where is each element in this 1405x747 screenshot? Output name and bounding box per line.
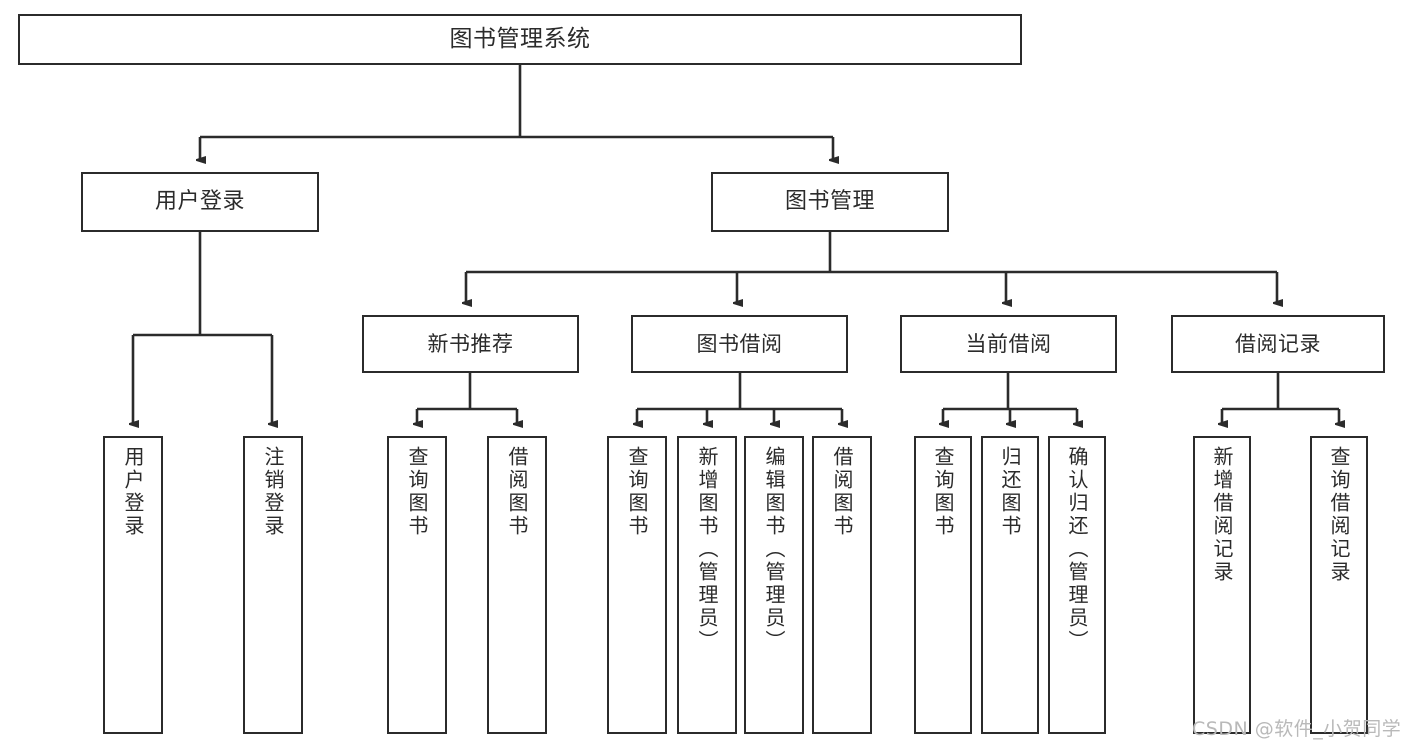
- node-new-book-rec[interactable]: 新书推荐: [362, 315, 579, 373]
- node-leaf-borrow-book-2[interactable]: 借阅图书: [812, 436, 872, 734]
- node-book-manage[interactable]: 图书管理: [711, 172, 949, 232]
- node-leaf-query-book-3[interactable]: 查询图书: [914, 436, 972, 734]
- node-leaf-borrow-book-1-label: 借阅图书: [505, 446, 529, 538]
- node-leaf-add-book-label: 新增图书（管理员）: [695, 446, 719, 653]
- node-root-label: 图书管理系统: [449, 25, 591, 52]
- node-leaf-query-record[interactable]: 查询借阅记录: [1310, 436, 1368, 734]
- node-borrow-record-label: 借阅记录: [1235, 331, 1321, 356]
- node-leaf-query-book-3-label: 查询图书: [931, 446, 955, 538]
- node-leaf-confirm-return-label: 确认归还（管理员）: [1065, 446, 1089, 653]
- node-book-manage-label: 图书管理: [784, 189, 875, 215]
- node-user-login-label: 用户登录: [154, 189, 245, 215]
- node-leaf-query-book-2-label: 查询图书: [625, 446, 649, 538]
- node-leaf-logout[interactable]: 注销登录: [243, 436, 303, 734]
- node-leaf-borrow-book-1[interactable]: 借阅图书: [487, 436, 547, 734]
- node-leaf-return-book-label: 归还图书: [998, 446, 1022, 538]
- node-leaf-add-record[interactable]: 新增借阅记录: [1193, 436, 1251, 734]
- node-user-login[interactable]: 用户登录: [81, 172, 319, 232]
- node-leaf-edit-book-label: 编辑图书（管理员）: [762, 446, 786, 653]
- watermark: CSDN @软件_小贺同学: [1192, 718, 1402, 740]
- node-leaf-logout-label: 注销登录: [261, 446, 285, 538]
- node-leaf-query-book-1[interactable]: 查询图书: [387, 436, 447, 734]
- node-current-borrow[interactable]: 当前借阅: [900, 315, 1117, 373]
- node-leaf-add-book[interactable]: 新增图书（管理员）: [677, 436, 737, 734]
- node-leaf-user-login[interactable]: 用户登录: [103, 436, 163, 734]
- node-leaf-edit-book[interactable]: 编辑图书（管理员）: [744, 436, 804, 734]
- node-current-borrow-label: 当前借阅: [965, 331, 1052, 356]
- node-leaf-query-book-1-label: 查询图书: [405, 446, 429, 538]
- node-leaf-query-book-2[interactable]: 查询图书: [607, 436, 667, 734]
- node-book-borrow-label: 图书借阅: [696, 331, 783, 356]
- node-leaf-return-book[interactable]: 归还图书: [981, 436, 1039, 734]
- node-root[interactable]: 图书管理系统: [18, 14, 1022, 65]
- node-leaf-user-login-label: 用户登录: [121, 446, 145, 538]
- node-leaf-add-record-label: 新增借阅记录: [1210, 446, 1234, 584]
- node-leaf-borrow-book-2-label: 借阅图书: [830, 446, 854, 538]
- node-book-borrow[interactable]: 图书借阅: [631, 315, 848, 373]
- node-borrow-record[interactable]: 借阅记录: [1171, 315, 1385, 373]
- node-new-book-rec-label: 新书推荐: [427, 331, 514, 356]
- node-leaf-query-record-label: 查询借阅记录: [1327, 446, 1351, 584]
- node-leaf-confirm-return[interactable]: 确认归还（管理员）: [1048, 436, 1106, 734]
